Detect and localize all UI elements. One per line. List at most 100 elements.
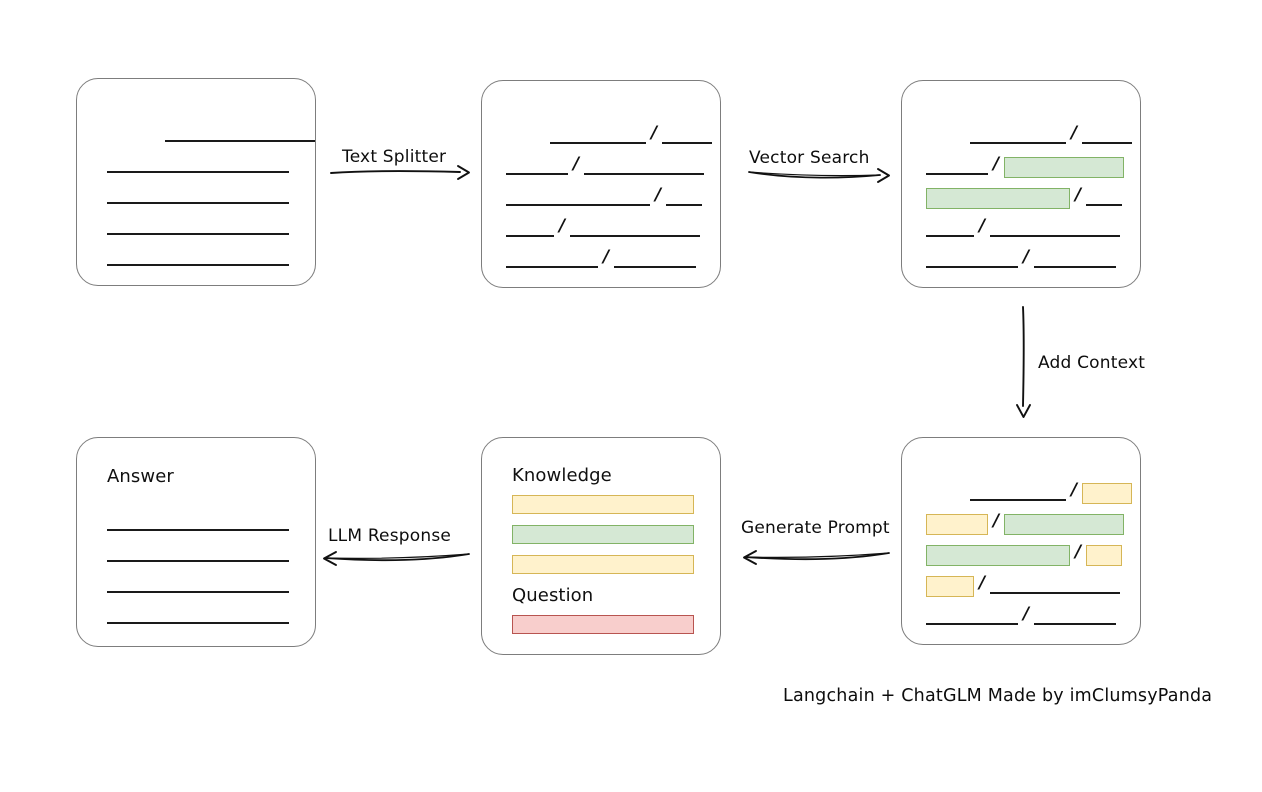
highlighted-chunk-yellow bbox=[1082, 483, 1133, 504]
row-separator: / bbox=[1023, 604, 1030, 624]
text-line-segment bbox=[570, 222, 701, 237]
highlighted-chunk-yellow bbox=[926, 514, 988, 535]
knowledge-bars bbox=[512, 495, 694, 585]
knowledge-bar-yellow-1 bbox=[512, 495, 694, 514]
arrow-llm-response bbox=[320, 548, 470, 570]
answer-rows bbox=[107, 500, 315, 624]
text-row: / bbox=[506, 144, 720, 175]
card-source-document bbox=[76, 78, 316, 286]
text-line-segment bbox=[926, 222, 974, 237]
text-line-segment bbox=[107, 609, 289, 624]
question-label: Question bbox=[512, 585, 594, 606]
arrow-label-generate-prompt: Generate Prompt bbox=[741, 518, 890, 538]
text-line-segment bbox=[666, 191, 703, 206]
row-separator: / bbox=[979, 573, 986, 593]
row-separator: / bbox=[1075, 185, 1082, 205]
text-line-segment bbox=[550, 129, 646, 144]
row-separator: / bbox=[573, 154, 580, 174]
text-line-segment bbox=[1034, 253, 1117, 268]
text-line-segment bbox=[990, 222, 1121, 237]
arrow-add-context bbox=[1012, 306, 1036, 418]
text-row: / bbox=[926, 144, 1140, 178]
text-row: / bbox=[926, 532, 1140, 566]
card-matched-document: / / / / / bbox=[901, 80, 1141, 288]
text-line-segment bbox=[662, 129, 713, 144]
text-line-segment bbox=[107, 547, 289, 562]
text-line-segment bbox=[584, 160, 705, 175]
text-row bbox=[107, 562, 315, 593]
row-separator: / bbox=[993, 511, 1000, 531]
row-separator: / bbox=[559, 216, 566, 236]
text-line-segment bbox=[506, 253, 598, 268]
bar-row bbox=[512, 495, 694, 525]
matched-document-rows: / / / / / bbox=[926, 113, 1140, 268]
text-line-segment bbox=[926, 253, 1018, 268]
highlighted-chunk-yellow bbox=[1086, 545, 1123, 566]
text-row: / bbox=[506, 206, 720, 237]
text-row: / bbox=[506, 175, 720, 206]
row-separator: / bbox=[1071, 123, 1078, 143]
text-line-segment bbox=[1034, 610, 1117, 625]
text-row: / bbox=[506, 237, 720, 268]
text-row: / bbox=[926, 470, 1140, 504]
highlighted-chunk-yellow bbox=[926, 576, 974, 597]
text-row: / bbox=[926, 501, 1140, 535]
bar-row bbox=[512, 615, 694, 645]
arrow-generate-prompt bbox=[740, 547, 890, 569]
highlighted-chunk-green bbox=[1004, 157, 1125, 178]
text-row bbox=[107, 500, 315, 531]
text-row: / bbox=[506, 113, 720, 144]
text-row: / bbox=[926, 594, 1140, 625]
row-separator: / bbox=[1023, 247, 1030, 267]
text-line-segment bbox=[990, 579, 1121, 594]
text-line-segment bbox=[107, 220, 289, 235]
text-line-segment bbox=[970, 129, 1066, 144]
text-line-segment bbox=[1082, 129, 1133, 144]
text-line-segment bbox=[926, 610, 1018, 625]
split-document-rows: / / / / / bbox=[506, 113, 720, 268]
context-document-rows: ///// bbox=[926, 470, 1140, 625]
text-row: / bbox=[926, 563, 1140, 597]
question-bars bbox=[512, 615, 694, 645]
arrow-vector-search bbox=[748, 164, 890, 186]
card-answer: Answer bbox=[76, 437, 316, 647]
credit-text: Langchain + ChatGLM Made by imClumsyPand… bbox=[783, 686, 1213, 706]
highlighted-chunk-green bbox=[926, 188, 1070, 209]
knowledge-bar-yellow-3 bbox=[512, 555, 694, 574]
text-line-segment bbox=[107, 189, 289, 204]
text-line-segment bbox=[107, 251, 289, 266]
bar-row bbox=[512, 525, 694, 555]
text-row: / bbox=[926, 175, 1140, 209]
card-prompt: Knowledge Question bbox=[481, 437, 721, 655]
row-separator: / bbox=[651, 123, 658, 143]
arrow-label-add-context: Add Context bbox=[1038, 353, 1146, 373]
text-row: / bbox=[926, 113, 1140, 144]
row-separator: / bbox=[993, 154, 1000, 174]
text-row bbox=[107, 204, 315, 235]
text-line-segment bbox=[107, 578, 289, 593]
text-row bbox=[107, 531, 315, 562]
text-line-segment bbox=[614, 253, 697, 268]
text-line-segment bbox=[506, 160, 568, 175]
text-line-segment bbox=[1086, 191, 1123, 206]
text-row bbox=[107, 142, 315, 173]
highlighted-chunk-green bbox=[1004, 514, 1125, 535]
text-row: / bbox=[926, 206, 1140, 237]
row-separator: / bbox=[1071, 480, 1078, 500]
highlighted-chunk-green bbox=[926, 545, 1070, 566]
source-document-rows bbox=[107, 111, 315, 266]
text-row: / bbox=[926, 237, 1140, 268]
knowledge-label: Knowledge bbox=[512, 465, 612, 486]
text-line-segment bbox=[107, 516, 289, 531]
text-line-segment bbox=[107, 158, 289, 173]
arrow-label-text-splitter: Text Splitter bbox=[342, 147, 447, 167]
question-bar-red-1 bbox=[512, 615, 694, 634]
text-row bbox=[107, 593, 315, 624]
row-separator: / bbox=[655, 185, 662, 205]
row-separator: / bbox=[603, 247, 610, 267]
row-separator: / bbox=[979, 216, 986, 236]
card-split-document: / / / / / bbox=[481, 80, 721, 288]
arrow-text-splitter bbox=[330, 162, 470, 184]
text-row bbox=[107, 173, 315, 204]
text-line-segment bbox=[506, 222, 554, 237]
